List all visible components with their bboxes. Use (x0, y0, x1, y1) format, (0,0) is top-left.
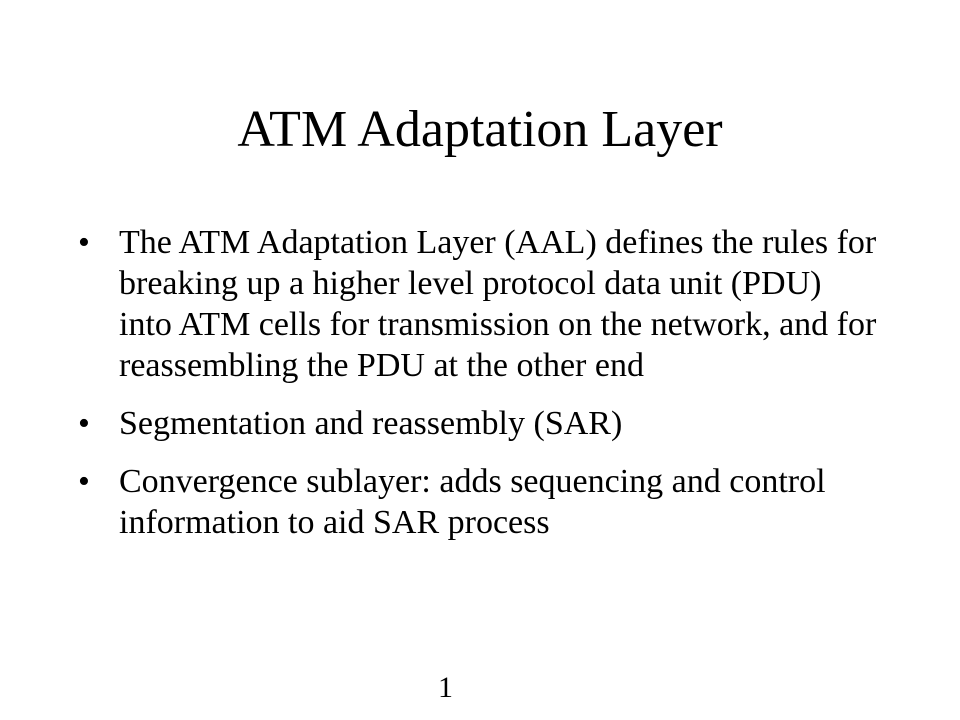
bullet-dot-icon: • (78, 463, 90, 500)
slide-title: ATM Adaptation Layer (237, 101, 723, 158)
bullet-list: • The ATM Adaptation Layer (AAL) defines… (78, 222, 878, 560)
page-number: 1 (438, 671, 453, 704)
bullet-text: The ATM Adaptation Layer (AAL) defines t… (119, 224, 877, 384)
bullet-dot-icon: • (78, 405, 90, 442)
bullet-text: Convergence sublayer: adds sequencing an… (119, 463, 826, 541)
bullet-text: Segmentation and reassembly (SAR) (119, 405, 623, 442)
bullet-item-sar: • Segmentation and reassembly (SAR) (78, 403, 878, 444)
bullet-item-aal-definition: • The ATM Adaptation Layer (AAL) defines… (78, 222, 878, 386)
bullet-dot-icon: • (78, 224, 90, 261)
bullet-item-convergence-sublayer: • Convergence sublayer: adds sequencing … (78, 461, 878, 543)
